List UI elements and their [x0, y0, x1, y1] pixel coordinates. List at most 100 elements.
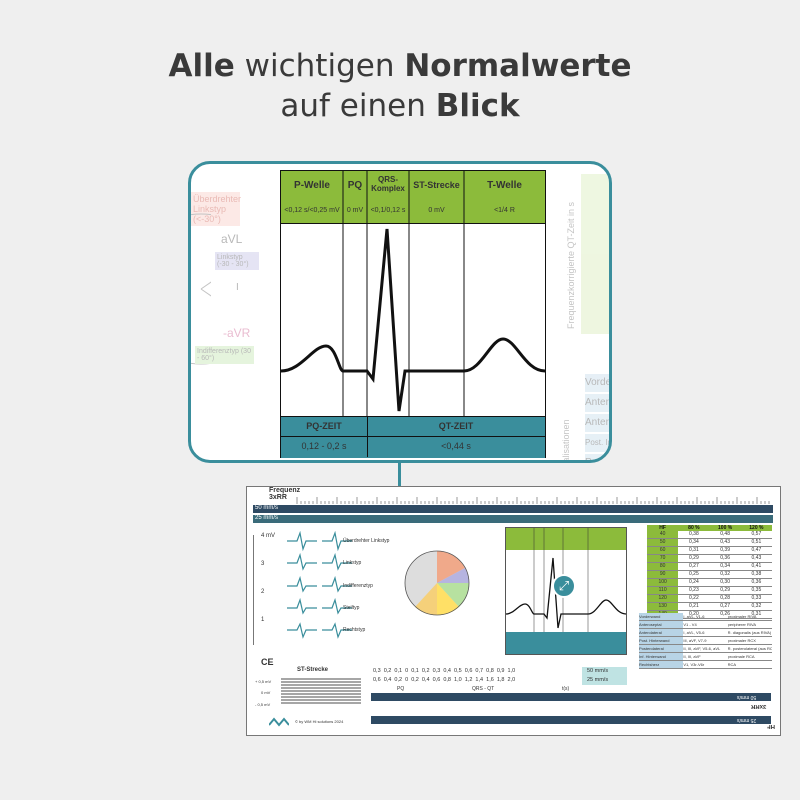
zoom-infarkt-row: Vorde — [585, 374, 609, 392]
card-hf-cell: 0,43 — [720, 539, 730, 545]
zoom-divider — [367, 416, 368, 457]
card-infarkt-cell: Posterolateral — [639, 645, 684, 652]
card-hf-cell: 100 — [647, 579, 679, 586]
card-copyright: © by WM Hi solutions 2024 — [295, 719, 344, 724]
card-infarkt-cell: III, aVF, V7-9 — [683, 638, 707, 643]
card-hf-cell: 0,38 — [751, 571, 762, 577]
card-hf-cell: 0,36 — [751, 579, 762, 585]
card-interval-ts: t(s) — [562, 686, 570, 692]
card-hf-cell: 0,32 — [751, 603, 762, 609]
headline-regular-1: wichtigen — [244, 48, 395, 84]
card-hf-cell: 0,22 — [689, 595, 699, 601]
card-mv-1: 1 — [261, 617, 265, 623]
headline: Alle wichtigen Normalwerte auf einen Bli… — [0, 46, 800, 126]
card-hf-cell: 120 — [647, 595, 679, 602]
card-type-rechtstyp: Rechtstyp — [343, 627, 366, 633]
card-hf-col: 100 % — [718, 525, 733, 531]
zoom-infarkt-row: Post. In — [585, 434, 609, 452]
card-interval-ruler-1: 0,3 0,2 0,1 0 0,1 0,2 0,3 0,4 0,5 0,6 0,… — [373, 668, 516, 674]
card-infarkt-cell: proximaler RCX — [727, 638, 756, 643]
magnifier-icon[interactable]: ⤢ — [552, 574, 576, 598]
card-mv-4: 4 mV — [261, 533, 276, 539]
card-infarkt-cell: Inf. Hinterwand — [639, 653, 684, 660]
card-hf-row: 120 0,22 0,28 0,33 — [647, 595, 772, 603]
zoom-pq-zeit-value: 0,12 - 0,2 s — [301, 441, 347, 451]
card-hf-col: 120 % — [749, 525, 764, 531]
card-infarkt-cell: Anteroseptal — [639, 621, 684, 628]
card-hf-cell: 0,31 — [751, 611, 762, 617]
card-ce-mark: CE — [261, 657, 274, 667]
card-hf-cell: 0,27 — [720, 603, 730, 609]
card-bottom-hf: HF — [767, 723, 775, 729]
card-type-ueberdrehter: Überdrehter Linkstyp — [343, 538, 390, 544]
card-infarkt-cell: proximaler RIVA — [727, 614, 757, 619]
card-hf-cell: 0,33 — [751, 595, 762, 601]
card-interval-ruler-2: 0,6 0,4 0,2 0 0,2 0,4 0,6 0,8 1,0 1,2 1,… — [373, 677, 516, 683]
zoom-axis-circle — [191, 213, 211, 365]
card-hf-cell: 0,25 — [689, 571, 699, 577]
card-strip-25 — [253, 515, 773, 523]
card-hf-row: 100 0,24 0,30 0,36 — [647, 579, 772, 587]
card-infarkt-cell: V1, V3r-V6r — [683, 662, 705, 667]
card-hf-cell: 0,27 — [689, 563, 699, 569]
headline-line-1: Alle wichtigen Normalwerte — [0, 46, 800, 86]
card-infarkt-cell: R. diagonalis (aus RIVA) — [727, 630, 772, 635]
card-type-steiltyp: Steiltyp — [343, 605, 360, 611]
card-hf-cell: 0,32 — [720, 571, 730, 577]
card-infarkt-cell: I, aVL, V5-6 — [683, 630, 705, 635]
headline-bold-3: Blick — [435, 88, 520, 124]
card-interval-qrs-qt: QRS - QT — [472, 686, 495, 692]
card-hf-cell: 0,48 — [720, 531, 730, 537]
card-logo-icon — [269, 717, 289, 727]
card-hf-header: HF 80 % 100 % 120 % — [647, 525, 772, 531]
card-interval-band — [582, 667, 627, 685]
zoom-value-pq: 0 mV — [346, 207, 364, 214]
headline-regular-2: auf einen — [280, 88, 426, 124]
card-speed-25: 25 mm/s — [255, 515, 279, 521]
card-st-lines — [281, 678, 361, 704]
card-hf-cell: 110 — [647, 587, 679, 594]
card-hf-cell: 0,34 — [720, 563, 730, 569]
card-hf-cell: 130 — [647, 603, 679, 610]
zoom-indifferenz-label: Indifferenztyp (30 - 60°) — [195, 346, 254, 364]
card-hf-cell: 0,24 — [689, 579, 699, 585]
card-hf-cell: 50 — [647, 539, 679, 546]
zoom-header-qrs: QRS-Komplex — [371, 175, 405, 193]
zoom-zeit-value-row — [281, 436, 545, 458]
zoom-linkstyp-label: Linkstyp (-30 - 30°) — [215, 252, 259, 270]
card-hf-cell: 0,36 — [720, 555, 730, 561]
zoom-qt-title: Frequenzkorrigierte QT-Zeit in s — [566, 201, 576, 329]
card-hf-cell: 0,28 — [720, 595, 730, 601]
card-infarkt-cell: Rechtsherz — [639, 661, 684, 668]
zoom-right-faded: Frequenzkorrigierte QT-Zeit in s Infarkt… — [551, 164, 609, 460]
card-hf-cell: 0,30 — [720, 579, 730, 585]
card-hf-cell: 80 — [647, 563, 679, 570]
card-hf-cell: 0,38 — [689, 531, 699, 537]
card-infarkt-cell: Anterolateral — [639, 629, 684, 636]
card-bottom-rr: 3xRR — [751, 703, 767, 709]
zoom-header-p-welle: P-Welle — [294, 180, 330, 191]
card-hf-cell: 0,51 — [751, 539, 762, 545]
card-rr-label: 3xRR — [269, 494, 287, 501]
zoom-zeit-row — [281, 416, 545, 437]
zoom-infarkt-row: Poste — [585, 454, 609, 460]
card-st-strecke: ST-Strecke — [297, 667, 329, 673]
zoom-ecg-waveform — [281, 171, 545, 416]
zoom-pq-zeit: PQ-ZEIT — [306, 421, 342, 431]
card-bottom-speed25: 25 mm/s — [737, 717, 757, 723]
card-hf-cell: 0,31 — [689, 547, 699, 553]
zoom-header-pq: PQ — [347, 180, 363, 191]
zoom-avl-label: aVL — [221, 232, 243, 246]
card-interval-pq: PQ — [397, 686, 405, 692]
card-hf-cell: 0,47 — [751, 547, 762, 553]
card-hf-cell: 0,26 — [720, 611, 730, 617]
card-hf-cell: 0,39 — [720, 547, 730, 553]
card-hf-cell: 0,29 — [720, 587, 730, 593]
card-infarkt-cell: Vorderwand — [639, 613, 684, 620]
